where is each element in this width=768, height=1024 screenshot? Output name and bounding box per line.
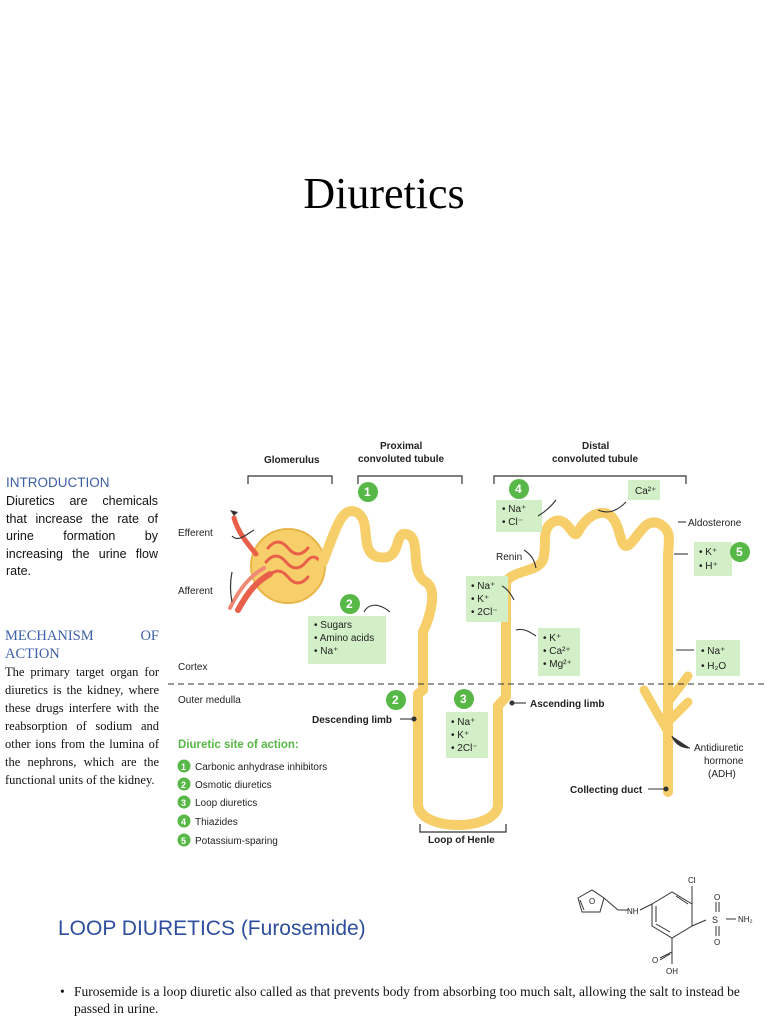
legend-item: Potassium-sparing xyxy=(195,836,278,847)
svg-text:• Na⁺: • Na⁺ xyxy=(502,504,526,515)
mechanism-heading: MECHANISM OF ACTION xyxy=(5,628,159,662)
svg-text:2: 2 xyxy=(181,780,186,790)
diuretic-legend: Diuretic site of action: 1 Carbonic anhy… xyxy=(177,739,327,847)
svg-text:1: 1 xyxy=(364,485,371,499)
loop-diuretics-heading: LOOP DIURETICS (Furosemide) xyxy=(58,917,366,940)
label-ascending-limb: Ascending limb xyxy=(530,699,604,710)
introduction-heading: INTRODUCTION xyxy=(6,475,110,490)
svg-text:O: O xyxy=(714,938,720,947)
svg-text:• H₂O: • H₂O xyxy=(701,661,726,672)
label-aldosterone: Aldosterone xyxy=(688,518,742,529)
info-box-k-h: • K⁺ • H⁺ xyxy=(694,542,732,576)
furosemide-structure: O NH Cl S O O NH₂ O OH xyxy=(577,876,753,976)
svg-text:O: O xyxy=(589,897,595,906)
label-glomerulus: Glomerulus xyxy=(264,455,320,466)
svg-text:5: 5 xyxy=(736,545,743,559)
label-distal-1: Distal xyxy=(582,441,609,452)
legend-item: Thiazides xyxy=(195,817,238,828)
svg-text:Cl: Cl xyxy=(688,876,696,885)
label-proximal-2: convoluted tubule xyxy=(358,454,445,465)
svg-text:• K⁺: • K⁺ xyxy=(471,594,489,605)
svg-text:2: 2 xyxy=(346,597,353,611)
svg-text:• K⁺: • K⁺ xyxy=(699,547,717,558)
svg-text:S: S xyxy=(712,915,718,925)
label-renin: Renin xyxy=(496,552,522,563)
label-adh-3: (ADH) xyxy=(708,769,736,780)
label-outer-medulla: Outer medulla xyxy=(178,695,241,706)
page-title: Diuretics xyxy=(303,169,465,218)
proximal-tubule xyxy=(318,506,674,830)
svg-text:OH: OH xyxy=(666,967,678,976)
svg-text:• 2Cl⁻: • 2Cl⁻ xyxy=(451,743,478,754)
mechanism-text: The primary target organ for diuretics i… xyxy=(5,665,159,787)
svg-text:Diuretic site of action:: Diuretic site of action: xyxy=(178,739,299,751)
svg-text:• Sugars: • Sugars xyxy=(314,620,352,631)
svg-text:• Mg²⁺: • Mg²⁺ xyxy=(543,659,572,670)
label-afferent: Afferent xyxy=(178,586,213,597)
svg-text:• Na⁺: • Na⁺ xyxy=(701,646,725,657)
glomerulus-illustration xyxy=(228,510,326,613)
info-box-calcium: Ca²⁺ xyxy=(628,480,660,500)
svg-text:Ca²⁺: Ca²⁺ xyxy=(635,486,656,497)
furosemide-description: Furosemide is a loop diuretic also calle… xyxy=(74,984,740,1016)
svg-text:4: 4 xyxy=(515,482,522,496)
svg-text:1: 1 xyxy=(181,762,186,772)
label-distal-2: convoluted tubule xyxy=(552,454,639,465)
svg-text:• Na⁺: • Na⁺ xyxy=(314,646,338,657)
legend-item: Loop diuretics xyxy=(195,798,257,809)
label-adh-1: Antidiuretic xyxy=(694,743,743,754)
label-cortex: Cortex xyxy=(178,662,207,673)
svg-text:O: O xyxy=(652,956,658,965)
svg-text:NH₂: NH₂ xyxy=(738,915,753,924)
svg-text:NH: NH xyxy=(627,907,639,916)
info-box-loop: • Na⁺ • K⁺ • 2Cl⁻ xyxy=(446,712,488,758)
legend-item: Osmotic diuretics xyxy=(195,780,272,791)
svg-text:2: 2 xyxy=(392,693,399,707)
svg-text:4: 4 xyxy=(181,817,186,827)
label-descending-limb: Descending limb xyxy=(312,715,392,726)
info-box-collecting-lower: • Na⁺ • H₂O xyxy=(696,640,740,676)
svg-text:• 2Cl⁻: • 2Cl⁻ xyxy=(471,607,498,618)
collecting-duct-branch xyxy=(639,671,693,737)
nephron-diagram: • Sugars • Amino acids • Na⁺ • Na⁺ • Cl⁻… xyxy=(168,441,768,847)
label-adh-2: hormone xyxy=(704,756,744,767)
svg-text:3: 3 xyxy=(460,692,467,706)
info-box-ascending-lower: • K⁺ • Ca²⁺ • Mg²⁺ xyxy=(538,628,580,676)
furosemide-bullet: • Furosemide is a loop diuretic also cal… xyxy=(60,983,750,1017)
svg-text:5: 5 xyxy=(181,836,186,846)
svg-text:• Na⁺: • Na⁺ xyxy=(451,717,475,728)
svg-text:• K⁺: • K⁺ xyxy=(543,633,561,644)
svg-text:• Amino acids: • Amino acids xyxy=(314,633,374,644)
svg-text:3: 3 xyxy=(181,798,186,808)
info-box-ascending-upper: • Na⁺ • K⁺ • 2Cl⁻ xyxy=(466,576,508,622)
info-box-dct-top: • Na⁺ • Cl⁻ xyxy=(496,500,542,532)
svg-text:• Na⁺: • Na⁺ xyxy=(471,581,495,592)
site-number-markers: 1 2 2 3 4 5 xyxy=(340,479,750,710)
svg-text:• Cl⁻: • Cl⁻ xyxy=(502,517,523,528)
svg-text:• H⁺: • H⁺ xyxy=(699,561,718,572)
svg-text:• Ca²⁺: • Ca²⁺ xyxy=(543,646,571,657)
bullet-marker: • xyxy=(60,984,65,999)
label-efferent: Efferent xyxy=(178,528,213,539)
label-collecting-duct: Collecting duct xyxy=(570,785,643,796)
label-proximal-1: Proximal xyxy=(380,441,422,452)
label-loop-of-henle: Loop of Henle xyxy=(428,835,495,846)
info-box-pct: • Sugars • Amino acids • Na⁺ xyxy=(308,616,386,664)
introduction-text: Diuretics are chemicals that increase th… xyxy=(6,494,158,578)
svg-text:• K⁺: • K⁺ xyxy=(451,730,469,741)
svg-text:O: O xyxy=(714,893,720,902)
legend-item: Carbonic anhydrase inhibitors xyxy=(195,762,327,773)
